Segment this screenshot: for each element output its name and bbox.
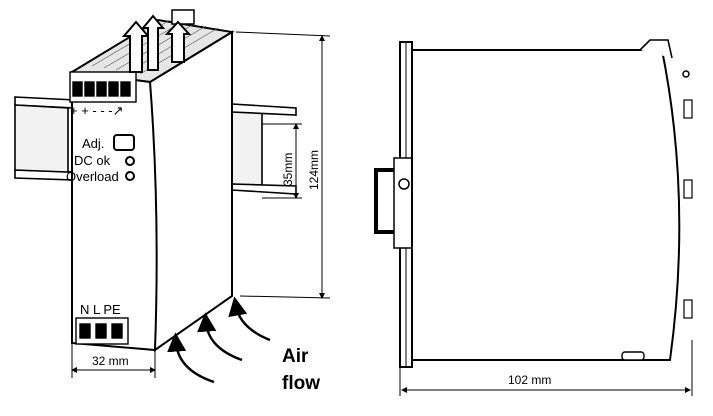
depth-label: 102 mm [508, 373, 551, 387]
height-dimensions [235, 31, 331, 299]
dc-ok-led [125, 156, 135, 166]
side-body [411, 49, 681, 361]
airflow-label-line1: Air [282, 346, 309, 367]
depth-dimension [399, 340, 693, 396]
adjust-potentiometer [113, 134, 135, 151]
airflow-out-arrows [121, 14, 192, 73]
isometric-view: + + - - -↗ Adj. DC ok Overload N L PE [14, 9, 331, 394]
overload-led [125, 171, 135, 181]
overload-label: Overload [66, 169, 119, 184]
width-dimension [71, 343, 156, 378]
height-label: 124mm [307, 150, 321, 190]
dc-ok-label: DC ok [74, 153, 111, 168]
adj-label: Adj. [82, 136, 104, 151]
airflow-label-line2: flow [282, 373, 320, 394]
side-view: 102 mm [374, 39, 693, 396]
width-label: 32 mm [92, 354, 129, 368]
device-front-face [71, 70, 158, 352]
din-rail-profile [374, 168, 398, 234]
device-side-face [148, 30, 233, 352]
airflow-in-arrows [167, 296, 271, 384]
rail-height-label: 35mm [281, 153, 295, 186]
din-rail [14, 96, 297, 195]
top-terminal-block [69, 71, 137, 103]
bottom-terminal-label: N L PE [80, 302, 121, 317]
top-terminal-label: + + - - -↗ [70, 103, 124, 118]
bottom-terminal-block [75, 317, 129, 345]
